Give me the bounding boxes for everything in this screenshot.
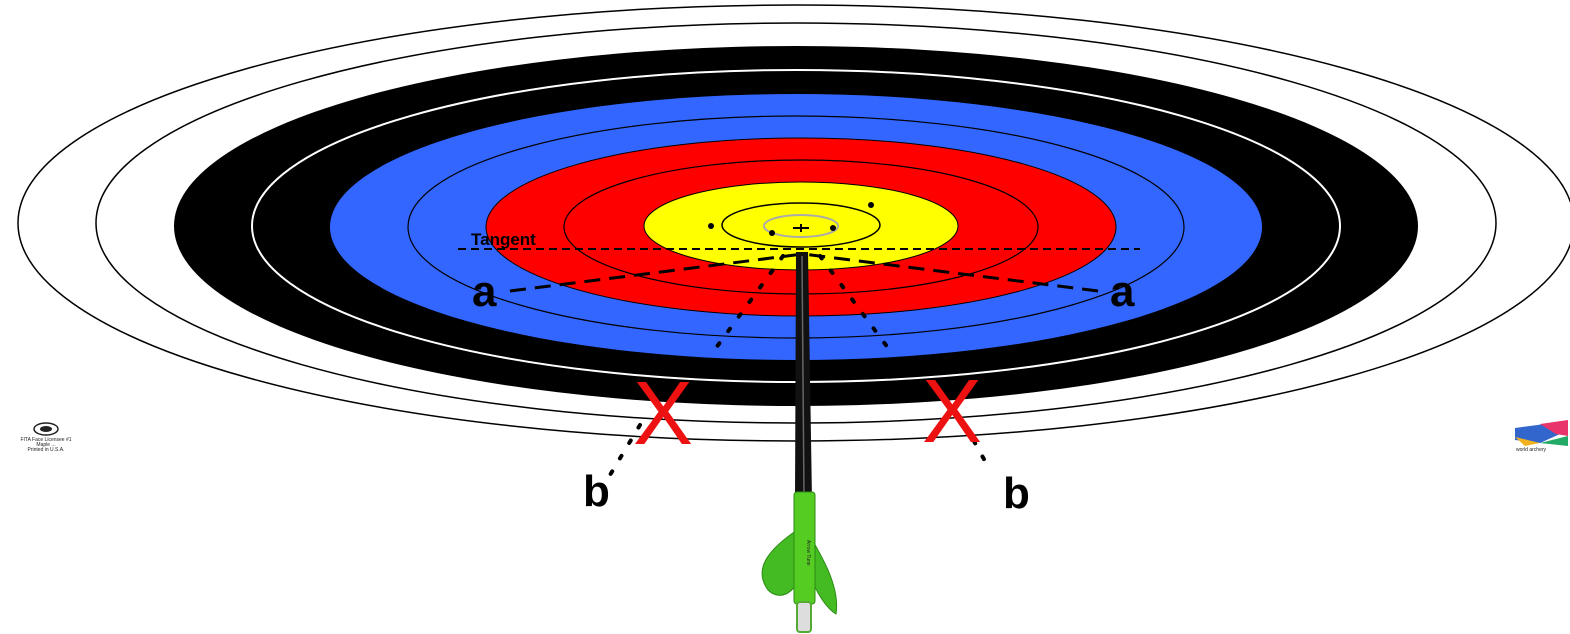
logo-text: world archery [1516, 447, 1547, 453]
b-line-right-upper [818, 254, 893, 354]
gold-dot [708, 223, 714, 229]
arrow-shaft-highlight [801, 255, 805, 499]
x-mark-left: X [633, 364, 693, 464]
gold-dot [868, 202, 874, 208]
badge-line-1: FITA Face Licensee #1 [20, 437, 71, 443]
label-a-left: a [472, 267, 497, 316]
arrow-nock [796, 601, 812, 633]
label-b-right: b [1003, 469, 1030, 518]
label-b-left: b [583, 467, 610, 516]
ring-gold-inner [721, 202, 881, 248]
target-face [17, 4, 1570, 442]
world-archery-logo-icon: world archery [1515, 420, 1568, 453]
b-line-left-upper [711, 254, 785, 354]
wrap-text: Arrow Tune [805, 540, 811, 566]
badge-line-3: Printed in U.S.A. [28, 447, 65, 453]
tangent-label: Tangent [471, 230, 536, 249]
label-a-right: a [1110, 267, 1135, 316]
seal-icon [33, 422, 59, 436]
x-mark-right: X [922, 362, 982, 462]
gold-dot [769, 230, 775, 236]
badge-line-2: Maple ... [36, 442, 55, 448]
ring-x-center [763, 214, 839, 238]
left-badge: FITA Face Licensee #1 Maple ... Printed … [20, 422, 72, 453]
arrow: Arrow Tune [761, 252, 838, 633]
gold-dot [830, 225, 836, 231]
